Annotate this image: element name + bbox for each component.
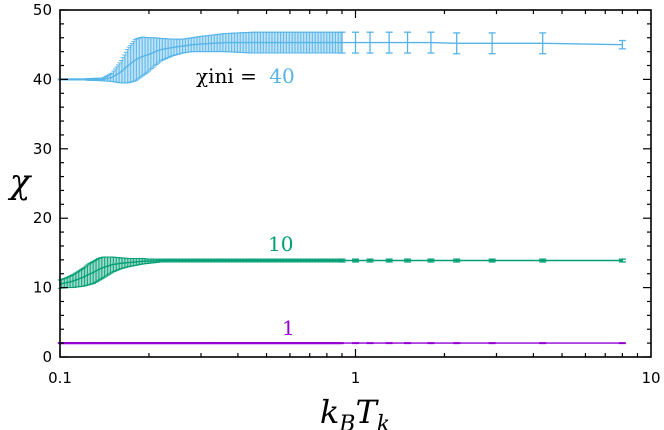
x-tick-label: 10	[641, 369, 660, 387]
x-tick-label: 1	[351, 369, 361, 387]
y-axis-label: χ	[8, 162, 33, 202]
annotation-chi-40-value: 40	[269, 64, 294, 88]
series-2	[57, 342, 626, 345]
y-tick-label: 50	[33, 1, 52, 19]
y-tick-label: 0	[42, 348, 52, 366]
axes-layer: 0 10 20 30 40 50 0.1 1 10	[33, 1, 661, 387]
series-line	[59, 259, 623, 285]
x-axis-label-part: T	[355, 393, 379, 430]
x-axis-label-part: B	[338, 412, 355, 430]
x-axis-label-part: k	[320, 393, 339, 430]
y-tick-label: 20	[33, 209, 52, 227]
series-line	[60, 41, 623, 81]
x-axis-label-part: k	[377, 412, 390, 430]
annotation-chi-40-prefix: χini =	[196, 64, 257, 88]
y-tick-label: 40	[33, 70, 52, 88]
y-tick-label: 30	[33, 140, 52, 158]
series-layer	[57, 31, 626, 345]
annotation-chi-10: 10	[268, 232, 293, 256]
x-axis-label: kBTk	[320, 393, 390, 430]
y-tick-label: 10	[33, 279, 52, 297]
series-1	[57, 256, 626, 289]
annotation-chi-1: 1	[282, 316, 295, 340]
series-0	[57, 31, 626, 84]
annotation-chi-40: χini = 40	[196, 64, 295, 88]
annotation-layer: χini = 40 10 1	[196, 64, 295, 340]
x-tick-label: 0.1	[48, 369, 72, 387]
